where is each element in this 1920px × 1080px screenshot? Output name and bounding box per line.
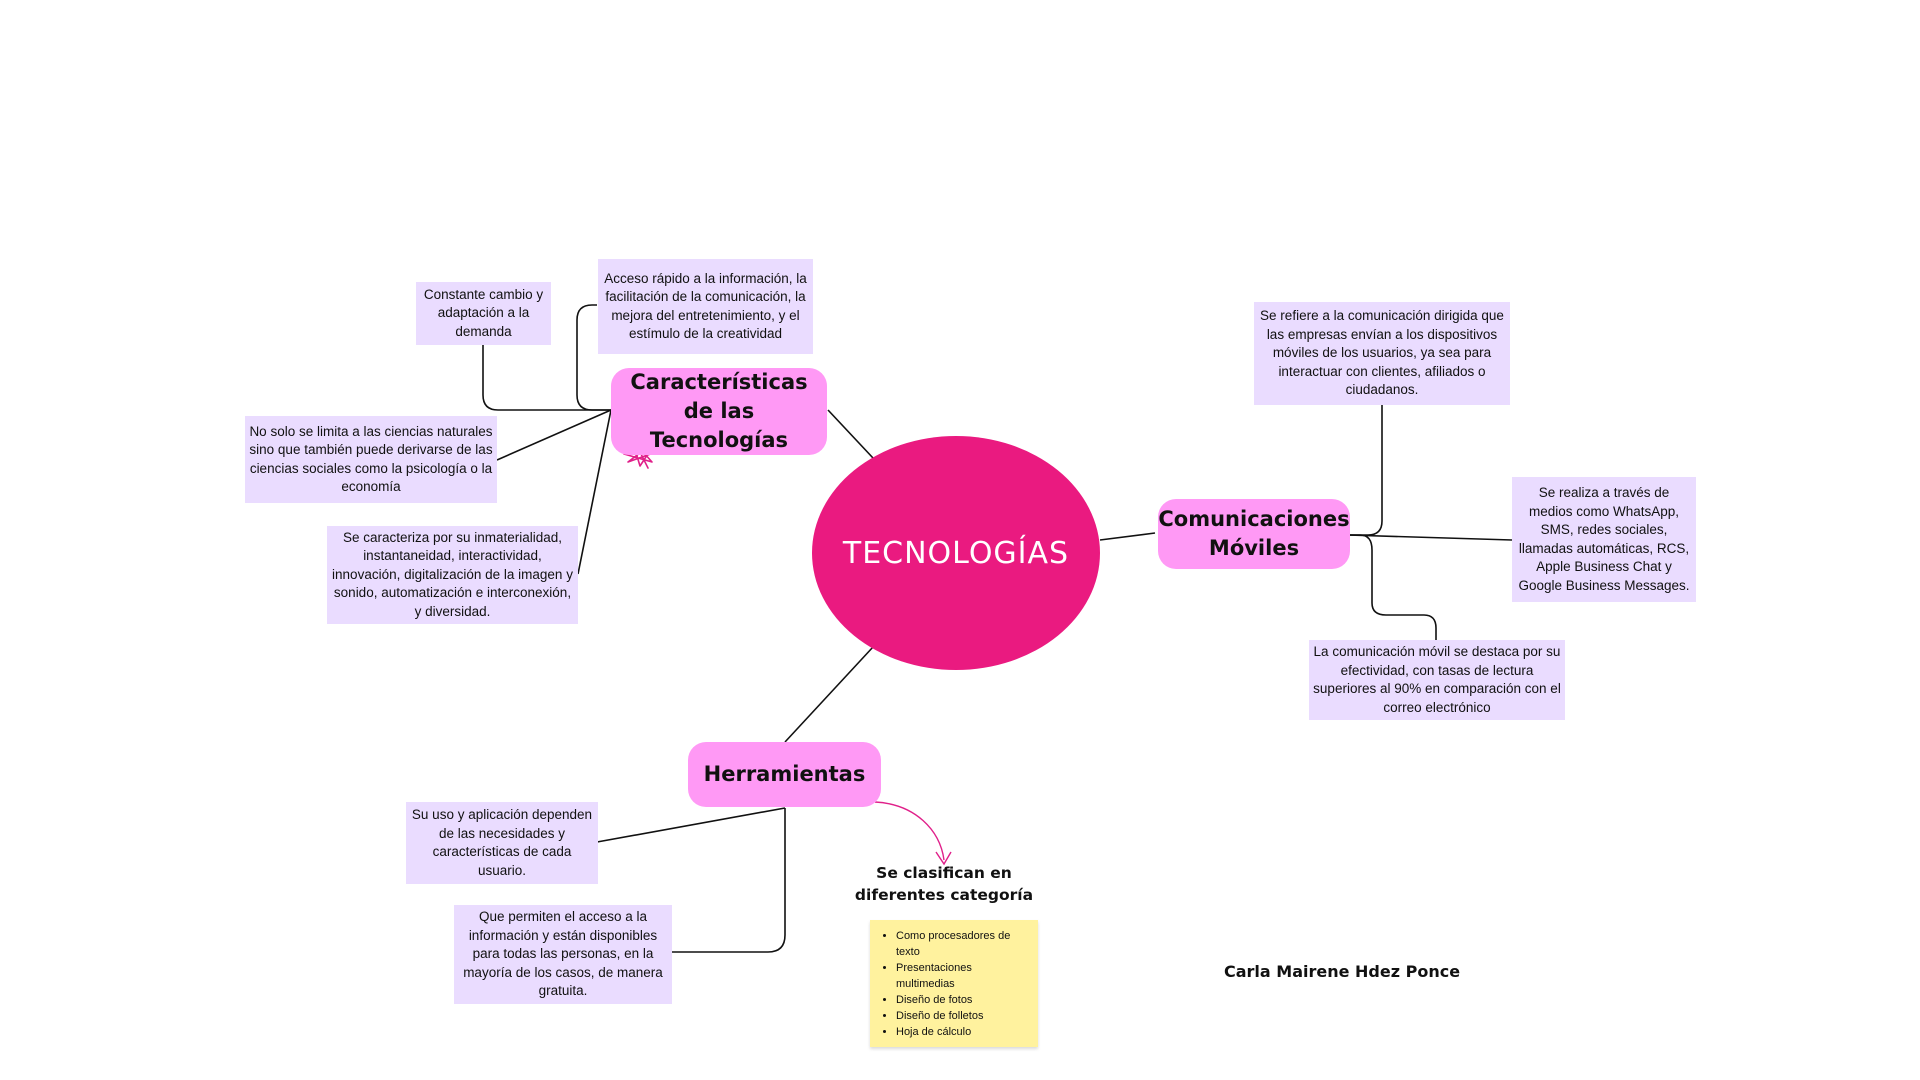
clasifican-label[interactable]: Se clasifican en diferentes categoría [832, 862, 1056, 906]
note-permiten[interactable]: Que permiten el acceso a la información … [454, 905, 672, 1004]
note-refiere-text: Se refiere a la comunicación dirigida qu… [1260, 308, 1504, 398]
list-item: Diseño de fotos [896, 992, 1032, 1008]
categorias-list: Como procesadores de texto Presentacione… [876, 928, 1032, 1040]
central-topic[interactable]: TECNOLOGÍAS [812, 436, 1100, 670]
note-constante[interactable]: Constante cambio y adaptación a la deman… [416, 282, 551, 345]
topic-comunicaciones[interactable]: Comunicaciones Móviles [1158, 499, 1350, 569]
link-her-permiten [670, 808, 786, 953]
author-name: Carla Mairene Hdez Ponce [1224, 962, 1461, 981]
link-car-ciencias [496, 409, 612, 461]
note-ciencias-text: No solo se limita a las ciencias natural… [249, 423, 493, 495]
topic-herramientas[interactable]: Herramientas [688, 742, 881, 807]
note-acceso-text: Acceso rápido a la información, la facil… [604, 270, 807, 342]
note-acceso[interactable]: Acceso rápido a la información, la facil… [598, 259, 813, 354]
arrow-head [935, 851, 952, 866]
note-efectividad[interactable]: La comunicación móvil se destaca por su … [1309, 640, 1565, 720]
list-item: Presentaciones multimedias [896, 960, 1032, 992]
link-car-inmaterialidad [577, 409, 612, 575]
link-com-medios [1347, 534, 1513, 541]
note-efectividad-text: La comunicación móvil se destaca por su … [1313, 644, 1561, 715]
list-item: Diseño de folletos [896, 1008, 1032, 1024]
link-com-efectividad [1348, 534, 1437, 640]
link-center-herramientas [784, 646, 874, 743]
note-uso-text: Su uso y aplicación dependen de las nece… [411, 807, 593, 878]
sticky-note-categorias[interactable]: Como procesadores de texto Presentacione… [870, 920, 1038, 1047]
topic-comunicaciones-label: Comunicaciones Móviles [1158, 507, 1350, 560]
note-inmaterialidad[interactable]: Se caracteriza por su inmaterialidad, in… [327, 526, 578, 624]
central-topic-title: TECNOLOGÍAS [842, 535, 1070, 571]
link-car-acceso [576, 304, 611, 411]
note-ciencias[interactable]: No solo se limita a las ciencias natural… [245, 416, 497, 503]
list-item: Como procesadores de texto [896, 928, 1032, 960]
topic-caracteristicas-label: Características de las Tecnologías [630, 370, 808, 452]
note-constante-text: Constante cambio y adaptación a la deman… [423, 286, 544, 339]
link-com-refiere [1348, 405, 1383, 536]
list-item: Hoja de cálculo [896, 1024, 1032, 1040]
note-medios[interactable]: Se realiza a través de medios como Whats… [1512, 477, 1696, 602]
note-medios-text: Se realiza a través de medios como Whats… [1518, 485, 1690, 593]
link-center-caracteristicas [827, 409, 874, 459]
link-center-comunicaciones [1099, 532, 1156, 541]
topic-herramientas-label: Herramientas [703, 762, 866, 786]
arrow-to-clasifican [874, 801, 945, 861]
note-uso[interactable]: Su uso y aplicación dependen de las nece… [406, 802, 598, 884]
topic-caracteristicas[interactable]: Características de las Tecnologías [611, 368, 827, 455]
note-inmaterialidad-text: Se caracteriza por su inmaterialidad, in… [332, 529, 573, 619]
link-her-uso [596, 807, 786, 843]
link-car-constante [482, 345, 611, 411]
note-permiten-text: Que permiten el acceso a la información … [463, 909, 663, 999]
clasifican-label-text: Se clasifican en diferentes categoría [854, 864, 1034, 904]
note-refiere[interactable]: Se refiere a la comunicación dirigida qu… [1254, 302, 1510, 405]
